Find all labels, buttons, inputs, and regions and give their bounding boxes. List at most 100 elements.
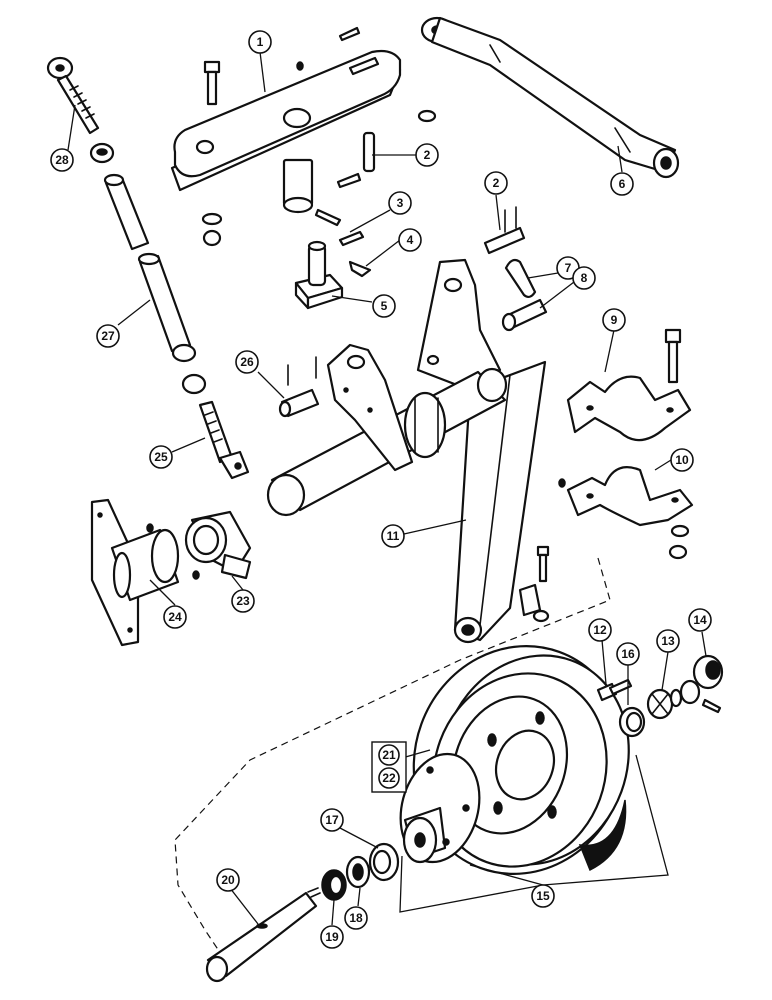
part-cotter-pin-top bbox=[338, 26, 361, 42]
callout-1: 1 bbox=[248, 30, 272, 54]
svg-text:6: 6 bbox=[619, 177, 626, 191]
callout-4: 4 bbox=[398, 228, 422, 252]
part-1-top-plate bbox=[170, 49, 402, 214]
callout-20: 20 bbox=[216, 868, 240, 892]
callout-9: 9 bbox=[602, 308, 626, 332]
svg-text:4: 4 bbox=[407, 233, 414, 247]
callout-5: 5 bbox=[372, 294, 396, 318]
part-2-pin-lower bbox=[483, 206, 526, 255]
part-3-cotter-pin bbox=[314, 208, 342, 227]
part-17-bearing-cup bbox=[368, 842, 400, 882]
assembly-boundary bbox=[174, 557, 611, 961]
callout-26: 26 bbox=[235, 350, 259, 374]
part-3-pin bbox=[338, 230, 365, 247]
part-10-lower-clamp bbox=[566, 466, 694, 527]
svg-text:8: 8 bbox=[581, 271, 588, 285]
svg-text:1: 1 bbox=[257, 35, 264, 49]
callout-28: 28 bbox=[50, 148, 74, 172]
part-grease-fitting-23 bbox=[192, 570, 200, 580]
callout-10: 10 bbox=[670, 448, 694, 472]
part-27-tube bbox=[103, 173, 197, 363]
part-14-dust-cap bbox=[692, 654, 724, 690]
callout-15: 15 bbox=[531, 884, 555, 908]
part-washer-bottom bbox=[201, 212, 223, 226]
leader-lines bbox=[67, 51, 707, 926]
part-11-main-arm bbox=[266, 258, 547, 644]
part-washer-13 bbox=[669, 688, 683, 708]
svg-text:3: 3 bbox=[397, 196, 404, 210]
part-nut-13 bbox=[679, 679, 701, 705]
svg-text:24: 24 bbox=[168, 610, 182, 624]
svg-text:18: 18 bbox=[349, 911, 363, 925]
svg-text:10: 10 bbox=[675, 453, 689, 467]
svg-text:17: 17 bbox=[325, 813, 339, 827]
svg-text:19: 19 bbox=[325, 930, 339, 944]
svg-text:7: 7 bbox=[565, 261, 572, 275]
part-cotter-13 bbox=[701, 698, 722, 714]
svg-text:13: 13 bbox=[661, 634, 675, 648]
part-26-pin bbox=[278, 356, 320, 418]
svg-text:5: 5 bbox=[381, 299, 388, 313]
part-washer-top bbox=[417, 109, 437, 123]
part-grease-fitting-top bbox=[296, 61, 304, 71]
svg-text:25: 25 bbox=[154, 450, 168, 464]
part-bolt-9 bbox=[664, 328, 682, 384]
svg-text:9: 9 bbox=[611, 313, 618, 327]
part-2-pin-upper bbox=[362, 131, 376, 173]
svg-text:21: 21 bbox=[382, 748, 396, 762]
part-18-bearing-cone bbox=[345, 855, 371, 889]
callout-21: 21 bbox=[378, 744, 400, 766]
part-nut-28 bbox=[89, 142, 115, 164]
part-16-bearing-cup bbox=[618, 706, 646, 738]
svg-text:28: 28 bbox=[55, 153, 69, 167]
svg-text:23: 23 bbox=[236, 594, 250, 608]
svg-text:14: 14 bbox=[693, 613, 707, 627]
part-13-castle-nut bbox=[646, 688, 674, 720]
part-grease-fitting-10 bbox=[558, 478, 566, 488]
part-12-bolt bbox=[596, 678, 633, 702]
callout-2-upper: 2 bbox=[415, 143, 439, 167]
callout-13: 13 bbox=[656, 629, 680, 653]
part-25-clevis bbox=[198, 400, 250, 480]
callout-19: 19 bbox=[320, 925, 344, 949]
callout-27: 27 bbox=[96, 324, 120, 348]
part-nut-25 bbox=[181, 373, 207, 395]
part-24-flange-tube bbox=[90, 498, 180, 647]
part-nut-10 bbox=[668, 544, 688, 560]
part-28-rod-end bbox=[46, 56, 100, 135]
callout-23: 23 bbox=[231, 589, 255, 613]
svg-text:26: 26 bbox=[240, 355, 254, 369]
callout-6: 6 bbox=[610, 172, 634, 196]
callout-12: 12 bbox=[588, 618, 612, 642]
callout-22: 22 bbox=[378, 767, 400, 789]
part-4-clip bbox=[348, 260, 372, 278]
part-8-pin bbox=[501, 298, 548, 332]
callout-11: 11 bbox=[381, 524, 405, 548]
callout-8: 8 bbox=[572, 266, 596, 290]
part-wheel-hub bbox=[399, 752, 481, 864]
svg-text:2: 2 bbox=[424, 148, 431, 162]
callout-25: 25 bbox=[149, 445, 173, 469]
callout-3: 3 bbox=[388, 191, 412, 215]
part-grease-fitting-24 bbox=[146, 523, 154, 533]
part-7-spring-clip bbox=[504, 258, 537, 299]
callout-2-lower: 2 bbox=[484, 171, 508, 195]
svg-text:12: 12 bbox=[593, 623, 607, 637]
svg-text:27: 27 bbox=[101, 329, 115, 343]
part-cotter-pin bbox=[336, 172, 362, 189]
part-23-collar bbox=[184, 510, 252, 580]
part-washer-10 bbox=[670, 524, 690, 538]
part-bolt-top bbox=[203, 60, 221, 106]
svg-text:22: 22 bbox=[382, 771, 396, 785]
part-nut-bottom bbox=[202, 229, 222, 247]
svg-text:15: 15 bbox=[536, 889, 550, 903]
callout-18: 18 bbox=[344, 906, 368, 930]
callout-16: 16 bbox=[616, 642, 640, 666]
part-9-upper-clamp bbox=[566, 375, 692, 442]
callout-14: 14 bbox=[688, 608, 712, 632]
svg-text:11: 11 bbox=[387, 529, 400, 543]
callout-17: 17 bbox=[320, 808, 344, 832]
svg-text:20: 20 bbox=[221, 873, 235, 887]
part-20-spindle bbox=[205, 887, 321, 983]
